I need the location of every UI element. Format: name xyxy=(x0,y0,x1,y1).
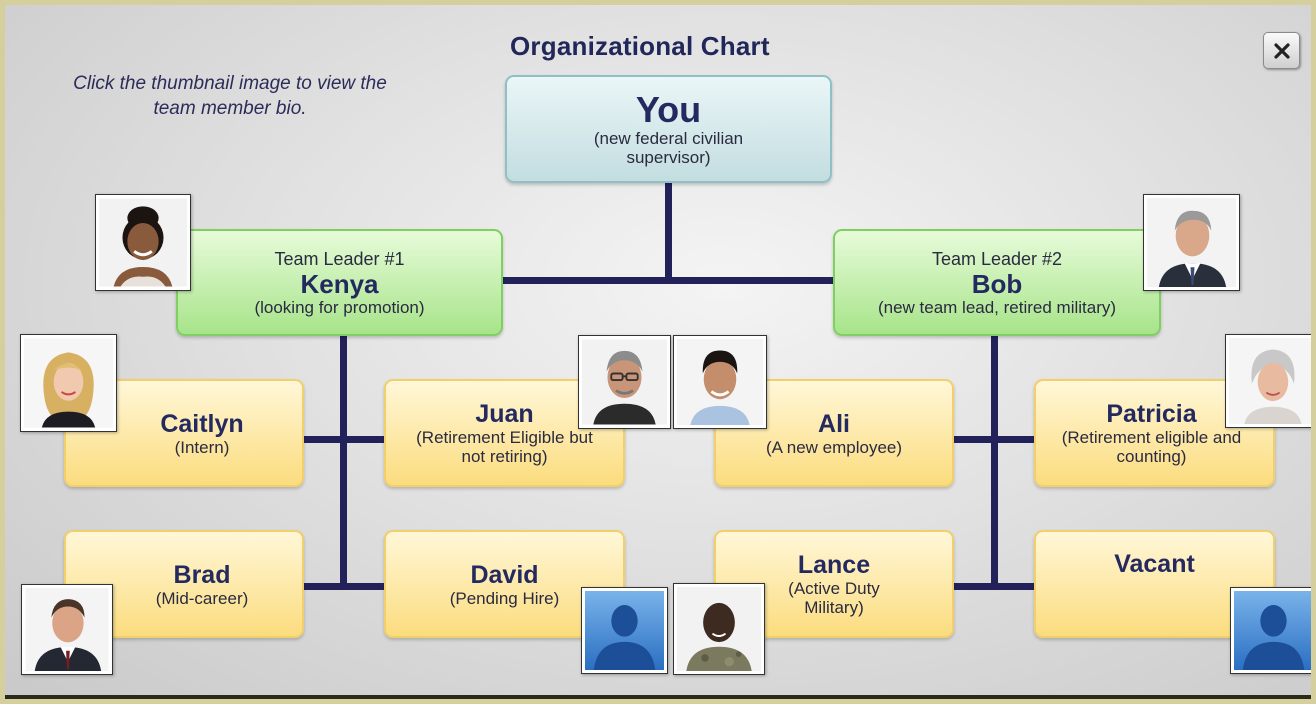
woman-blonde-icon xyxy=(24,338,113,428)
connector-root xyxy=(665,180,672,282)
silhouette-placeholder-icon xyxy=(585,591,664,670)
juan-thumbnail[interactable] xyxy=(578,335,671,429)
node-description: (looking for promotion) xyxy=(254,298,425,317)
close-icon xyxy=(1273,42,1290,59)
patricia-thumbnail[interactable] xyxy=(1225,334,1311,428)
node-team-leader-2: Team Leader #2 Bob (new team lead, retir… xyxy=(833,229,1161,336)
node-description: (Retirement Eligible but not retiring) xyxy=(416,428,593,466)
connector-team2-row1 xyxy=(953,436,1039,443)
node-description: (Active Duty Military) xyxy=(788,579,880,617)
node-name: Brad xyxy=(173,560,231,589)
bob-thumbnail[interactable] xyxy=(1143,194,1240,291)
node-name: Vacant xyxy=(1114,550,1195,578)
node-role: Team Leader #1 xyxy=(274,249,405,269)
node-description: (Intern) xyxy=(174,437,230,457)
node-name: You xyxy=(635,89,702,130)
node-name: Lance xyxy=(797,551,871,579)
node-description: (Mid-career) xyxy=(155,588,249,608)
connector-team1-row2 xyxy=(302,583,388,590)
connector-leaders xyxy=(501,277,835,284)
node-description: (Pending Hire) xyxy=(449,588,560,608)
node-name: Caitlyn xyxy=(160,409,244,438)
ali-thumbnail[interactable] xyxy=(673,335,767,429)
node-description: (new federal civilian supervisor) xyxy=(593,129,744,167)
soldier-icon xyxy=(677,587,761,671)
david-thumbnail[interactable] xyxy=(581,587,668,674)
node-role: Team Leader #2 xyxy=(931,249,1063,269)
close-button[interactable] xyxy=(1263,32,1300,69)
woman-dark-hair-icon xyxy=(99,198,187,287)
page-title: Organizational Chart xyxy=(510,31,770,61)
brad-thumbnail[interactable] xyxy=(21,584,113,675)
node-name: Ali xyxy=(818,409,850,438)
node-name: Bob xyxy=(971,269,1023,299)
connector-team2-row2 xyxy=(953,583,1039,590)
caitlyn-thumbnail[interactable] xyxy=(20,334,117,432)
connector-team2-trunk xyxy=(991,334,998,589)
node-description: (Retirement eligible and counting) xyxy=(1061,428,1242,466)
kenya-thumbnail[interactable] xyxy=(95,194,191,291)
lance-thumbnail[interactable] xyxy=(673,583,765,675)
man-gray-hair-icon xyxy=(1147,198,1236,287)
man-suit-icon xyxy=(25,588,109,671)
node-team-leader-1: Team Leader #1 Kenya (looking for promot… xyxy=(176,229,503,336)
vacant-thumbnail[interactable] xyxy=(1230,587,1311,674)
node-description: (new team lead, retired military) xyxy=(877,298,1117,317)
connector-team1-row1 xyxy=(302,436,388,443)
instructions-text: Click the thumbnail image to view the te… xyxy=(73,73,387,119)
node-name: Kenya xyxy=(300,269,379,299)
node-description: (A new employee) xyxy=(765,437,903,457)
woman-gray-hair-icon xyxy=(1229,338,1311,424)
man-glasses-icon xyxy=(582,339,667,425)
node-name: Patricia xyxy=(1106,400,1197,428)
node-name: David xyxy=(470,560,539,589)
node-you: You (new federal civilian supervisor) xyxy=(505,75,832,183)
node-name: Juan xyxy=(475,400,534,428)
man-dark-hair-icon xyxy=(677,339,763,425)
connector-team1-trunk xyxy=(340,334,347,589)
silhouette-placeholder-icon xyxy=(1234,591,1311,670)
